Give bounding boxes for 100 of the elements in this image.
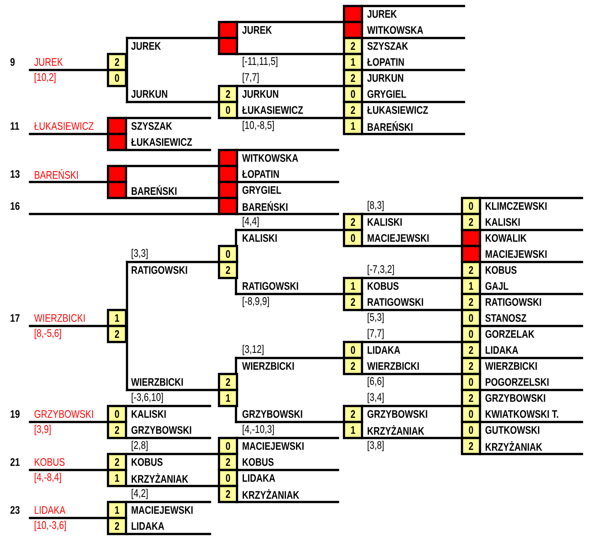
result-text: [3,9] [34,424,51,436]
score-cell: 1 [460,276,482,296]
player-name: GRZYBOWSKI [34,410,93,418]
score-cell: 1 [106,500,128,520]
score-cell: 0 [218,468,238,488]
score-cell: 2 [342,404,364,424]
player-name: BAREŃSKI [368,121,412,131]
player-name: MACIEJEWSKI [132,506,193,514]
player-name: JUREK [242,26,272,34]
score-cell: 1 [342,276,364,296]
score-cell: 0 [342,84,364,104]
score-cell: 2 [460,260,482,280]
result-text: [-7,3,2] [368,264,394,276]
player-name: WIERZBICKI [367,362,419,370]
score-cell: 2 [106,52,128,72]
player-name: GORZELAK [485,330,534,338]
result-text: [7,7] [242,72,259,84]
seed-number: 19 [10,410,20,418]
score-cell: 2 [106,420,128,440]
score-cell: 2 [218,84,238,104]
player-name: KOBUS [486,266,517,274]
score-cell: 2 [218,260,238,280]
result-text: [10,-3,6] [34,520,66,532]
player-name: ŁUKASIEWICZ [131,138,192,146]
player-name: ŁOPATIN [367,58,404,66]
player-name: RATIGOWSKI [242,282,298,290]
player-name: LIDAKA [242,474,276,482]
score-cell: 1 [342,420,364,440]
score-cell: 0 [106,68,128,88]
player-name: MACIEJEWSKI [368,234,429,242]
player-name: JUREK [367,10,397,18]
player-name: ŁUKASIEWICZ [34,122,94,130]
player-name: LIDAKA [34,506,66,514]
player-name: GRZYBOWSKI [485,394,546,402]
player-name: KRZYŻANIAK [132,473,188,483]
score-cell: 2 [460,212,482,232]
player-name: ŁUKASIEWICZ [367,106,428,114]
result-text: [2,8] [132,440,148,452]
score-cell: 0 [460,420,482,440]
player-name: KALISKI [368,218,402,226]
player-name: KRZYŻANIAK [486,441,542,451]
score-cell: 0 [342,340,364,360]
player-name: WIERZBICKI [485,362,537,370]
result-text: [8,-5,6] [34,328,61,340]
player-name: ŁUKASIEWICZ [242,106,303,114]
player-name: LIDAKA [486,346,518,354]
player-name: KOBUS [34,458,64,466]
result-text: [4,-10,3] [242,424,274,436]
player-name: MACIEJEWSKI [242,442,304,450]
score-cell: 2 [342,36,364,56]
player-name: RATIGOWSKI [132,266,188,274]
player-name: JURKUN [367,74,404,82]
result-text: [-8,9,9] [242,296,269,308]
score-cell: 2 [342,68,364,88]
player-name: SZYSZAK [131,122,172,130]
seed-number: 9 [10,58,15,66]
score-cell: 0 [218,436,238,456]
score-cell: 0 [460,308,482,328]
player-name: RATIGOWSKI [486,298,542,306]
score-cell: 1 [106,468,128,488]
player-name: GRZYBOWSKI [131,426,192,434]
score-cell: 2 [106,516,128,536]
player-name: JURKUN [131,90,168,98]
score-cell: 1 [218,388,238,408]
score-cell: 2 [460,436,482,456]
seed-number: 23 [10,506,20,514]
result-text: [-3,6,10] [132,392,163,404]
player-name: BAREŃSKI [34,169,78,179]
result-text: [-11,11,5] [242,56,278,68]
score-cell: 0 [342,228,364,248]
result-text: [3,3] [132,248,148,260]
score-cell: 0 [218,100,238,120]
score-cell: 0 [460,404,482,424]
result-text: [4,-8,4] [34,472,61,484]
player-name: GAJL [485,282,508,290]
player-name: WIERZBICKI [242,362,294,370]
score-cell: 1 [106,308,128,328]
score-cell: 2 [460,388,482,408]
player-name: GRYGIEL [242,186,282,194]
seed-number: 21 [10,458,20,466]
seed-number: 13 [10,170,20,178]
score-cell: 2 [218,484,238,504]
player-name: JUREK [34,58,63,66]
score-cell: 2 [342,292,364,312]
player-name: KOWALIK [486,234,527,242]
score-cell: 2 [106,324,128,344]
score-cell: 2 [460,340,482,360]
seed-number: 17 [10,314,20,322]
player-name: KOBUS [132,458,163,466]
score-cell: 2 [342,212,364,232]
result-text: [8,3] [368,200,384,212]
score-cell: 0 [460,196,482,216]
player-name: SZYSZAK [367,42,408,50]
player-name: POGORZELSKI [486,378,549,386]
result-text: [3,4] [368,392,384,404]
result-text: [4,2] [132,488,148,500]
player-name: RATIGOWSKI [368,298,424,306]
result-text: [3,12] [242,344,264,356]
player-name: KOBUS [368,282,399,290]
player-name: KLIMCZEWSKI [486,202,547,210]
